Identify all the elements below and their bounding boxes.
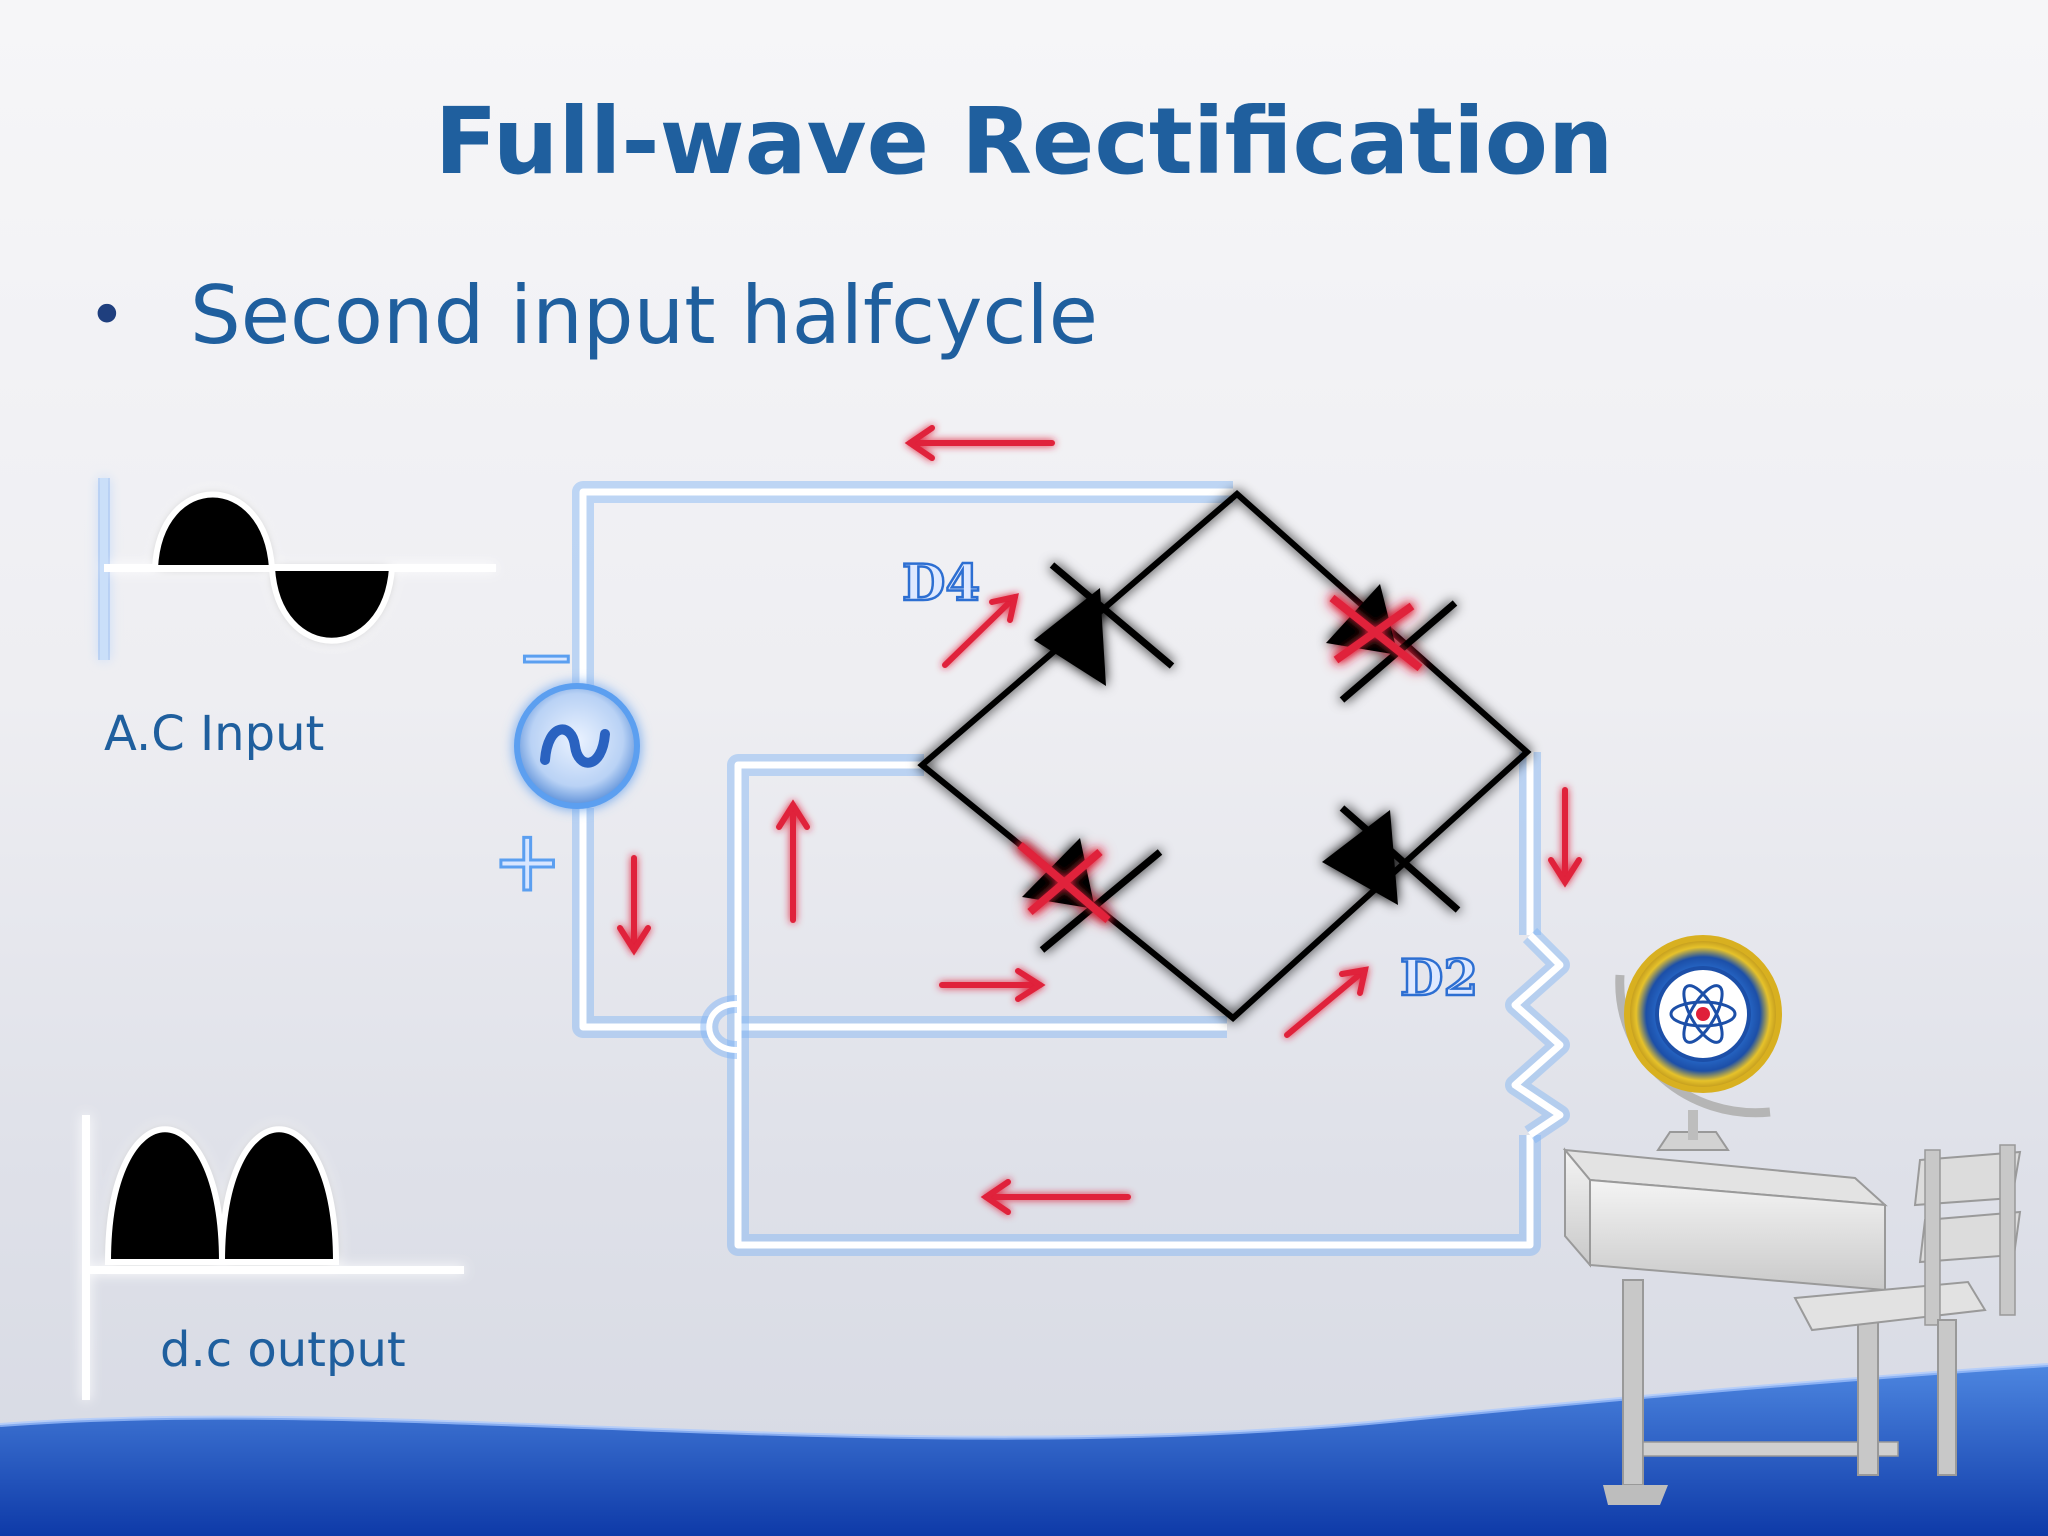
- university-globe-logo: [1624, 935, 1782, 1093]
- floor-highlight: [0, 1363, 2048, 1440]
- diode-d2: [1322, 805, 1461, 913]
- arrow-d4: [942, 593, 1019, 668]
- school-desk-chair-image: [1562, 974, 2022, 1505]
- slide-title: Full-wave Rectification: [434, 88, 1614, 195]
- bullet-text: Second input halfcycle: [190, 269, 1098, 362]
- bridge-diamond: [917, 490, 1532, 1022]
- d2-label: D2: [1400, 948, 1478, 1007]
- dc-output-waveform: [82, 1115, 464, 1400]
- current-arrows: [617, 425, 1582, 1215]
- dc-output-label: d.c output: [160, 1322, 406, 1378]
- circuit-wires: [572, 481, 1541, 1256]
- minus-sign: −: [517, 616, 576, 698]
- d4-label: D4: [902, 553, 980, 612]
- diode-upper-right-off: [1326, 584, 1458, 703]
- arrow-load-down: [1548, 787, 1582, 888]
- diode-lower-left-off: [1017, 838, 1163, 953]
- diode-d4: [1034, 562, 1175, 686]
- ac-input-label: A.C Input: [104, 706, 325, 762]
- plus-sign: +: [492, 812, 562, 910]
- arrow-bridge-right: [939, 968, 1046, 1002]
- arrow-source-down: [617, 855, 651, 956]
- arrow-top-left: [904, 425, 1055, 461]
- ac-source-icon: [514, 683, 640, 809]
- arrow-left-up: [776, 799, 810, 923]
- arrow-d2: [1284, 966, 1369, 1038]
- arrow-bottom-left: [980, 1179, 1131, 1215]
- bullet-marker: •: [88, 279, 126, 353]
- ac-input-waveform: [98, 478, 496, 660]
- load-resistor: [1505, 927, 1570, 1144]
